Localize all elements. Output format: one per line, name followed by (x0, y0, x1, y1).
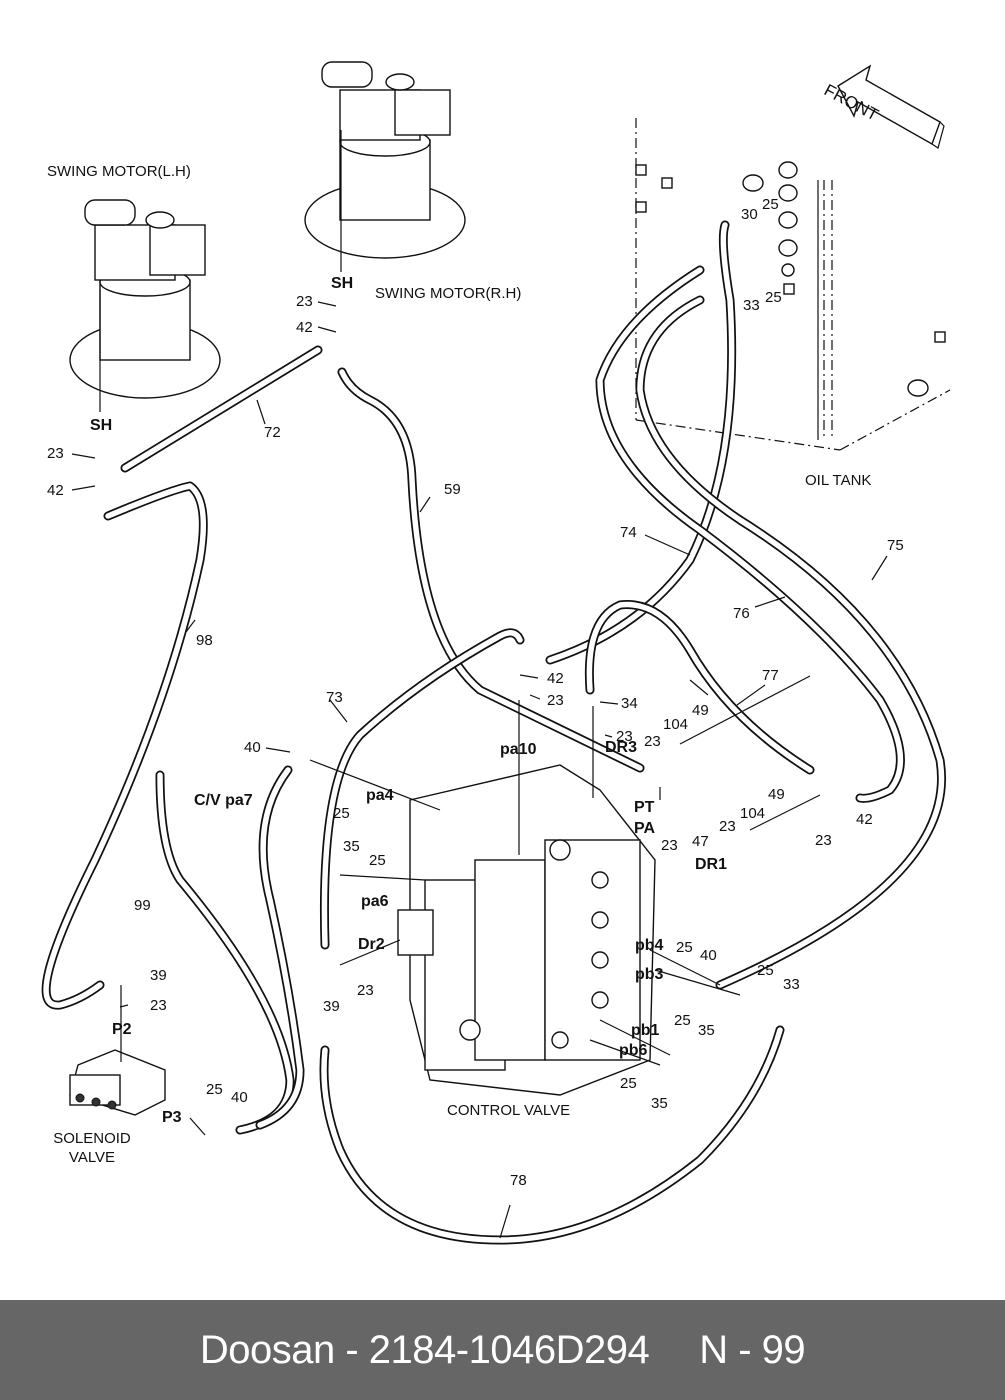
solenoid-valve (69, 1049, 166, 1116)
control-valve (397, 764, 656, 1096)
callout-number: 104 (663, 716, 689, 733)
callout-number: 42 (856, 811, 873, 828)
callout-number: 23 (616, 728, 633, 745)
callout-number: 99 (134, 897, 151, 914)
callout-number: 104 (740, 805, 766, 822)
callout-number: 25 (676, 939, 693, 956)
callout-number: 23 (296, 293, 313, 310)
callout-number: 75 (887, 537, 904, 554)
footer-caption: Doosan - 2184-1046D294 N - 99 (0, 1300, 1005, 1400)
callout-number: 23 (644, 733, 661, 750)
callout-number: 23 (719, 818, 736, 835)
callout-number: 30 (741, 206, 758, 223)
callout-number: 23 (547, 692, 564, 709)
callout-number: 47 (692, 833, 709, 850)
callout-number: 39 (150, 967, 167, 984)
port-label-pa: PA (634, 820, 656, 837)
callout-number: 40 (244, 739, 261, 756)
callout-number: 35 (651, 1095, 668, 1112)
callout-number: 25 (762, 196, 779, 213)
callout-number: 23 (357, 982, 374, 999)
port-label-pb6: pb6 (619, 1042, 648, 1059)
port-label-sh-rh: SH (331, 275, 354, 292)
port-label-pa4: pa4 (366, 787, 394, 804)
port-label-pb3: pb3 (635, 966, 664, 983)
oil-tank-title: OIL TANK (805, 472, 872, 489)
callout-number: 35 (698, 1022, 715, 1039)
hoses (41, 220, 946, 1245)
callout-number: 73 (326, 689, 343, 706)
control-valve-title: CONTROL VALVE (447, 1102, 571, 1119)
callout-number: 25 (620, 1075, 637, 1092)
port-label-dr3: DR3 (605, 739, 638, 756)
callout-number: 98 (196, 632, 213, 649)
callout-number: 23 (47, 445, 64, 462)
callout-number: 35 (343, 838, 360, 855)
callout-number: 42 (47, 482, 64, 499)
footer-part-number: 2184-1046D294 (368, 1327, 650, 1372)
callout-number: 78 (510, 1172, 527, 1189)
port-label-p3: P3 (162, 1109, 182, 1126)
oil-tank (635, 118, 951, 451)
callout-number: 23 (661, 837, 678, 854)
swing-motor-rh-title: SWING MOTOR(R.H) (375, 285, 522, 302)
port-label-pb4: pb4 (635, 937, 664, 954)
port-label-pt: PT (634, 799, 655, 816)
port-label-p2: P2 (112, 1021, 132, 1038)
callout-number: 25 (765, 289, 782, 306)
port-label-dr2: Dr2 (358, 936, 385, 953)
solenoid-valve-title-line1: SOLENOID (53, 1130, 131, 1147)
port-label-pb1: pb1 (631, 1022, 660, 1039)
port-label-pa6: pa6 (361, 893, 389, 910)
callout-number: 25 (757, 962, 774, 979)
parts-diagram: FRONT SWING MOTOR(L.H) SWING MOTOR(R.H) … (41, 61, 951, 1245)
callout-number: 77 (762, 667, 779, 684)
footer-separator: - (345, 1327, 359, 1372)
port-label-cv-pa7: C/V pa7 (194, 792, 253, 809)
callout-number: 34 (621, 695, 638, 712)
callout-number: 49 (768, 786, 785, 803)
front-arrow-icon (837, 64, 945, 149)
swing-motor-lh (69, 199, 221, 412)
callout-number: 33 (783, 976, 800, 993)
callout-number: 72 (264, 424, 281, 441)
port-label-sh-lh: SH (90, 417, 113, 434)
callout-number: 40 (700, 947, 717, 964)
solenoid-valve-title: SOLENOID VALVE (52, 1130, 132, 1168)
callout-number: 49 (692, 702, 709, 719)
footer-brand: Doosan (199, 1327, 335, 1372)
callout-number: 39 (323, 998, 340, 1015)
callout-number: 23 (150, 997, 167, 1014)
callout-number: 74 (620, 524, 637, 541)
swing-motor-lh-title: SWING MOTOR(L.H) (47, 163, 191, 180)
leader-lines (71, 301, 888, 1239)
callout-number: 33 (743, 297, 760, 314)
callout-number: 42 (547, 670, 564, 687)
callout-number: 40 (231, 1089, 248, 1106)
diagram-drawing (41, 61, 951, 1245)
callout-number: 59 (444, 481, 461, 498)
callout-number: 25 (333, 805, 350, 822)
port-label-dr1: DR1 (695, 856, 728, 873)
callout-number: 76 (733, 605, 750, 622)
callout-number: 25 (206, 1081, 223, 1098)
callout-number: 42 (296, 319, 313, 336)
callout-number: 23 (815, 832, 832, 849)
callout-number: 25 (674, 1012, 691, 1029)
solenoid-valve-title-line2: VALVE (68, 1148, 116, 1166)
callout-number: 25 (369, 852, 386, 869)
port-label-pa10: pa10 (500, 741, 537, 758)
swing-motor-rh (304, 61, 466, 272)
footer-page: N - 99 (699, 1327, 806, 1372)
